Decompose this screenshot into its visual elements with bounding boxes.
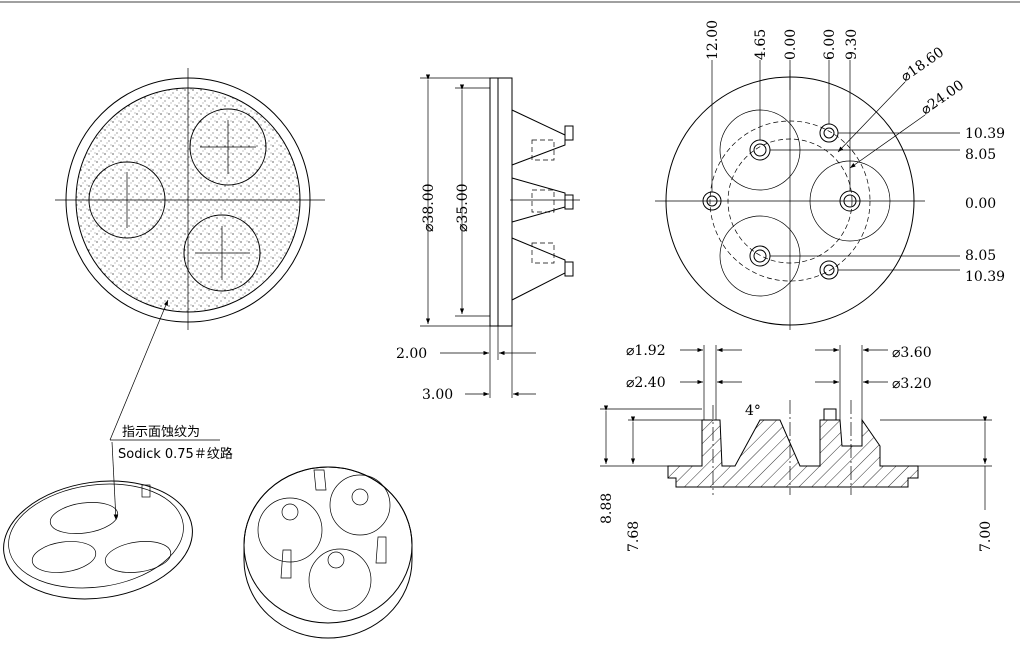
iso2-boss-1: [281, 503, 299, 521]
note-line-2: Sodick 0.75＃纹路: [118, 446, 233, 462]
sec-label-d2: ⌀2.40: [626, 375, 666, 391]
side-pin-2: [564, 194, 574, 210]
iso2-pin-2: [280, 549, 292, 579]
top-x-dim-4: 6.00: [822, 29, 838, 60]
front-view: [55, 68, 325, 330]
iso2-pin-1: [313, 469, 327, 491]
section-pin-top: [823, 408, 837, 421]
iso-view-front: [3, 480, 193, 600]
iso1-lens-1: [49, 502, 119, 534]
sec-label-angle: 4°: [745, 403, 761, 419]
top-view: 12.00 4.65 0.00 6.00 9.30 ⌀18.60 ⌀24.00 …: [655, 20, 1005, 330]
top-pin-3: [819, 260, 839, 280]
side-pin-3: [564, 261, 574, 277]
iso2-lens-3: [308, 548, 372, 612]
top-x-dim-5: 9.30: [844, 29, 860, 60]
top-y-dim-3: 0.00: [965, 196, 996, 212]
iso1-pin: [141, 484, 151, 498]
top-pin-2-inner: [823, 127, 835, 139]
top-dia-b: ⌀24.00: [918, 77, 967, 118]
top-x-dim-1: 12.00: [705, 20, 721, 60]
note-line-1: 指示面蚀纹为: [122, 425, 200, 440]
side-hidden-3: [531, 242, 555, 264]
sec-label-h1: 8.88: [599, 493, 615, 524]
side-hidden-1: [531, 139, 555, 161]
iso1-rim-inner: [8, 483, 184, 589]
top-x-dim-3: 0.00: [783, 29, 799, 60]
top-x-dim-2: 4.65: [753, 29, 769, 60]
texture-note: 指示面蚀纹为 Sodick 0.75＃纹路: [109, 299, 233, 521]
iso1-rim-outer: [3, 480, 193, 600]
sec-label-h2: 7.68: [626, 521, 642, 552]
side-cone-1: [511, 109, 566, 166]
iso-view-back: [243, 466, 413, 639]
top-boss-1-inner: [753, 143, 767, 157]
sec-label-d1: ⌀1.92: [626, 343, 666, 359]
top-pin-2: [819, 123, 839, 143]
side-label-2: 2.00: [396, 346, 427, 362]
iso2-boss-2: [351, 488, 369, 506]
sec-label-d3: ⌀3.60: [892, 345, 932, 361]
top-y-dim-4: 8.05: [965, 248, 996, 264]
side-label-35: ⌀35.00: [455, 183, 471, 232]
top-boss-3-inner: [753, 249, 767, 263]
iso2-top-face: [243, 466, 413, 624]
side-label-38: ⌀38.00: [421, 183, 437, 232]
side-hidden-2: [531, 189, 555, 213]
note-leader-up: [109, 299, 169, 441]
top-leader-24: [849, 114, 926, 169]
iso2-pin-3: [375, 536, 387, 564]
side-view: ⌀38.00 ⌀35.00 2.00 3.00: [396, 74, 580, 403]
side-plate-inner: [497, 77, 513, 327]
top-dia-a: ⌀18.60: [898, 44, 947, 85]
sec-label-h3: 7.00: [978, 521, 994, 552]
section-body: [667, 418, 919, 488]
top-y-dim-2: 8.05: [965, 147, 996, 163]
section-view: ⌀1.92 ⌀2.40 ⌀3.60 ⌀3.20 4° 8.88 7.68 7.0…: [599, 343, 994, 552]
iso1-lens-2: [31, 541, 97, 573]
iso2-body: [243, 466, 413, 639]
top-boss-1: [749, 139, 771, 161]
top-pin-3-inner: [823, 264, 835, 276]
side-pin-1: [564, 125, 574, 141]
front-lens-hole-1: [189, 108, 267, 186]
iso2-lens-1: [257, 497, 323, 563]
top-y-dim-5: 10.39: [965, 269, 1005, 285]
sec-label-d4: ⌀3.20: [892, 376, 932, 392]
iso2-lens-2: [329, 474, 391, 536]
front-lens-hole-3: [183, 214, 261, 292]
side-label-3: 3.00: [422, 387, 453, 403]
iso2-boss-3: [327, 551, 345, 569]
side-plate-outer: [489, 77, 499, 327]
top-boss-3: [749, 245, 771, 267]
iso1-lens-3: [104, 541, 172, 573]
top-leader-186: [837, 81, 906, 153]
top-y-dim-1: 10.39: [965, 126, 1005, 142]
side-cone-3: [511, 237, 566, 301]
